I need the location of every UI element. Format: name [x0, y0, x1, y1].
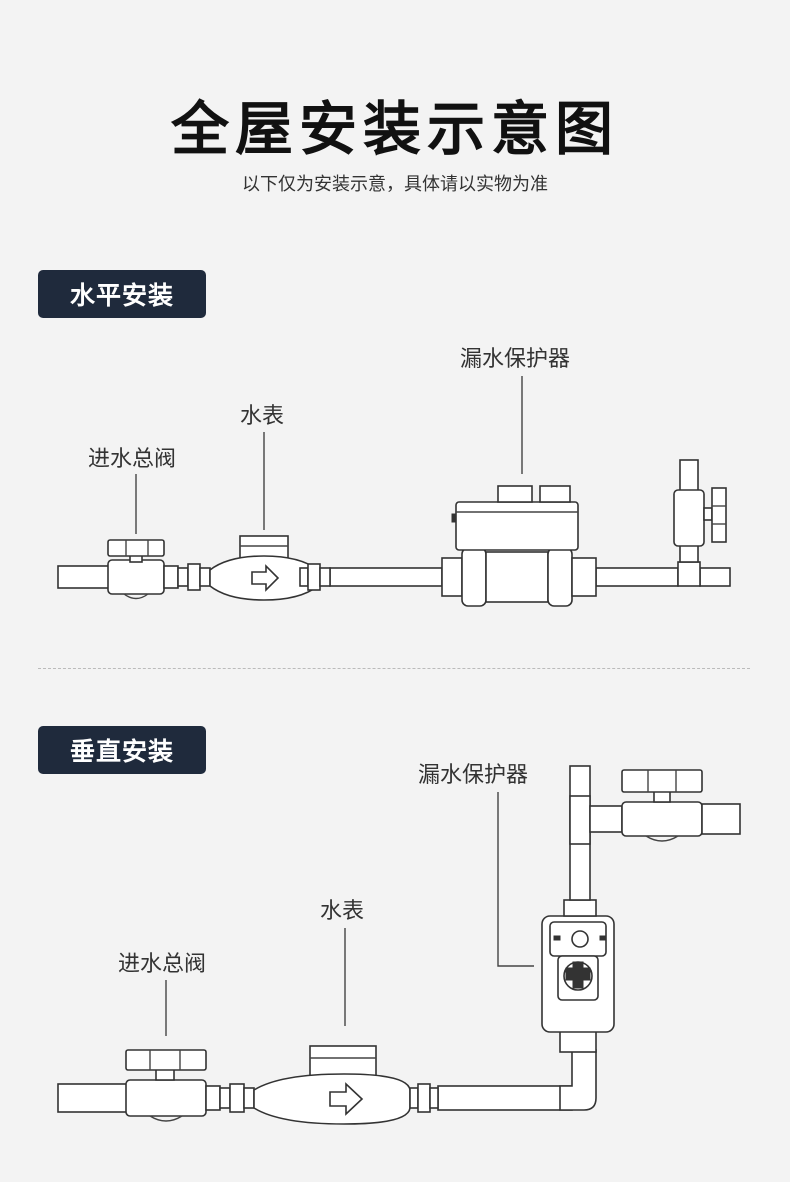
leader-line-protector — [497, 792, 534, 967]
page-subtitle: 以下仅为安装示意，具体请以实物为准 — [242, 174, 548, 195]
horizontal-install-diagram — [57, 376, 731, 607]
inlet-pipe — [57, 1083, 129, 1113]
label-main-valve-vertical: 进水总阀 — [118, 952, 207, 977]
inlet-pipe — [57, 565, 111, 589]
tee-fitting — [569, 795, 591, 845]
fitting — [429, 1087, 439, 1109]
main-valve-vertical — [125, 1049, 221, 1122]
fitting — [319, 567, 331, 587]
pipe-segment — [699, 567, 731, 587]
label-water-meter-vertical: 水表 — [320, 899, 365, 924]
fitting — [187, 563, 201, 591]
fitting — [219, 1087, 231, 1109]
arrow-right-icon — [251, 564, 280, 592]
fitting — [243, 1087, 255, 1109]
section-divider — [38, 668, 750, 669]
fitting — [417, 1083, 431, 1113]
pipe-segment — [437, 1085, 573, 1111]
label-leak-protector-vertical: 漏水保护器 — [418, 763, 529, 788]
fitting — [307, 563, 321, 591]
main-valve-horizontal — [107, 539, 179, 600]
label-water-meter-horizontal: 水表 — [240, 404, 285, 429]
leak-protector-horizontal — [441, 485, 597, 607]
upper-valve-vertical — [589, 769, 741, 842]
fitting — [229, 1083, 245, 1113]
section-tag-horizontal: 水平安装 — [38, 270, 206, 318]
water-meter-vertical — [253, 1045, 411, 1125]
fitting — [299, 567, 309, 587]
fitting — [177, 567, 189, 587]
pipe-segment — [595, 567, 679, 587]
page-title: 全屋安装示意图 — [170, 95, 619, 163]
arrow-right-icon — [329, 1082, 364, 1116]
water-meter-horizontal — [209, 535, 319, 601]
label-leak-protector-horizontal: 漏水保护器 — [460, 347, 571, 372]
section-tag-vertical: 垂直安装 — [38, 726, 206, 774]
label-main-valve-horizontal: 进水总阀 — [88, 447, 177, 472]
pipe-segment — [329, 567, 443, 587]
elbow-fitting — [559, 1049, 597, 1111]
vertical-install-diagram — [57, 765, 741, 1125]
fitting — [199, 567, 211, 587]
fitting — [409, 1087, 419, 1109]
upper-valve-horizontal — [673, 459, 727, 587]
leak-protector-vertical — [541, 899, 615, 1053]
